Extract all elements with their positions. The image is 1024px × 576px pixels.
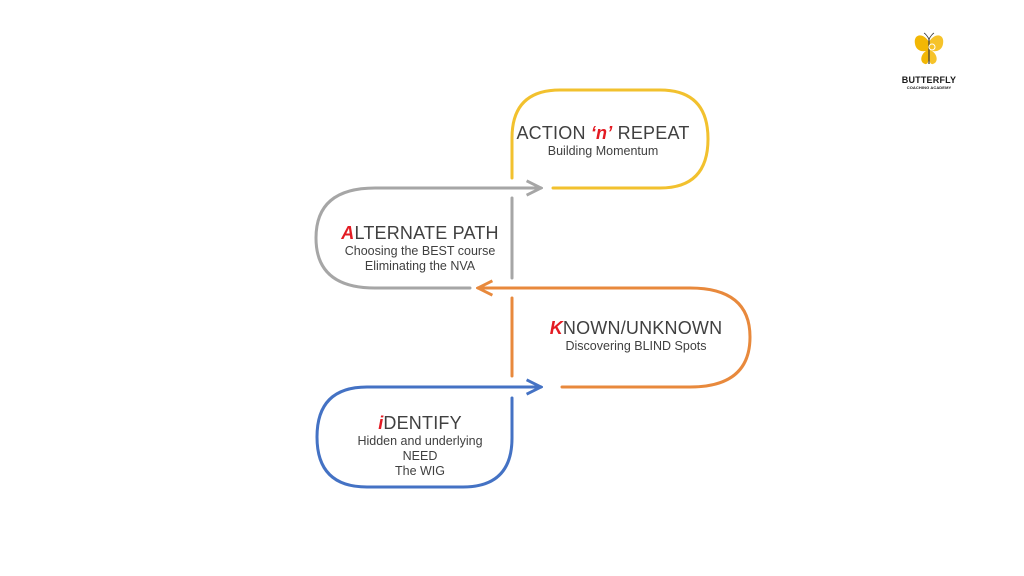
stage-alternate-path: ALTERNATE PATH Choosing the BEST course … — [330, 222, 510, 274]
stage-known-unknown: KNOWN/UNKNOWN Discovering BLIND Spots — [530, 317, 742, 354]
title-suffix: NOWN/UNKNOWN — [562, 318, 723, 338]
title-suffix: REPEAT — [612, 123, 690, 143]
title-prefix: ACTION — [516, 123, 591, 143]
stage-subtitle: The WIG — [394, 464, 445, 478]
stage-subtitle: Choosing the BEST course — [344, 244, 496, 258]
action-connector — [510, 88, 710, 190]
stage-subtitle: Discovering BLIND Spots — [565, 339, 707, 353]
stage-title: KNOWN/UNKNOWN — [530, 317, 742, 339]
title-accent: A — [341, 223, 355, 243]
stage-title: iDENTIFY — [330, 412, 510, 434]
stage-identify: iDENTIFY Hidden and underlying NEED The … — [330, 412, 510, 479]
stage-action-n-repeat: ACTION ‘n’ REPEAT Building Momentum — [512, 122, 694, 159]
logo-brand: BUTTERFLY — [901, 75, 957, 85]
title-accent: ‘n’ — [590, 123, 613, 143]
title-accent: K — [549, 318, 563, 338]
identify-loop-arrow — [315, 387, 541, 489]
title-suffix: LTERNATE PATH — [354, 223, 499, 243]
logo: BUTTERFLY COACHING ACADEMY — [894, 30, 964, 92]
known-loop-arrow — [478, 288, 752, 389]
stage-subtitle: Eliminating the NVA — [364, 259, 476, 273]
logo-tagline: COACHING ACADEMY — [906, 85, 952, 90]
stage-subtitle: NEED — [402, 449, 438, 463]
stage-title: ALTERNATE PATH — [330, 222, 510, 244]
butterfly-icon — [914, 32, 944, 65]
alternate-loop-arrow — [314, 188, 541, 290]
stage-title: ACTION ‘n’ REPEAT — [512, 122, 694, 144]
title-suffix: DENTIFY — [383, 413, 462, 433]
title-accent: i — [378, 413, 384, 433]
stage-subtitle: Hidden and underlying — [357, 434, 483, 448]
stage-subtitle: Building Momentum — [547, 144, 659, 158]
